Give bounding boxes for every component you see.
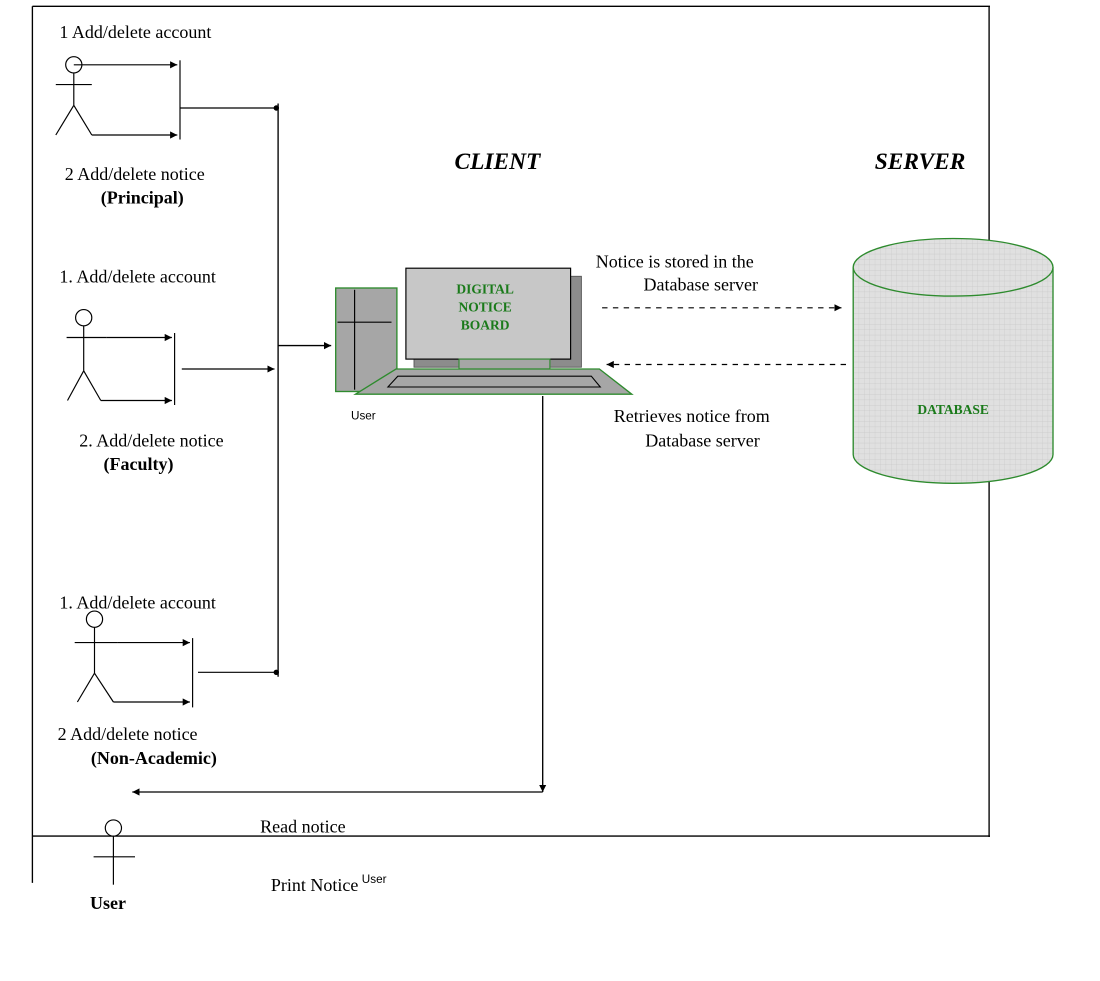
faculty-action-1: 1. Add/delete account — [59, 267, 215, 287]
monitor-label-line-2: NOTICE — [458, 299, 511, 314]
principal-role: (Principal) — [101, 187, 184, 208]
actor-reader — [93, 819, 135, 885]
reader-role: User — [90, 893, 126, 913]
faculty-action-2: 2. Add/delete notice — [79, 430, 223, 450]
non-academic-role: (Non-Academic) — [91, 748, 217, 769]
retrieve-label-line-2: Database server — [645, 430, 759, 450]
server-heading: SERVER — [875, 149, 966, 175]
read-notice-label: Read notice — [260, 817, 345, 837]
actor-principal — [55, 56, 93, 136]
actor-non-academic — [74, 610, 118, 703]
database-cylinder — [852, 237, 1054, 484]
non-academic-connectors — [113, 638, 279, 708]
client-computer — [335, 267, 634, 395]
non-academic-action-2: 2 Add/delete notice — [58, 724, 198, 744]
client-heading: CLIENT — [455, 149, 542, 175]
print-overlay-label: User — [362, 873, 387, 886]
computer-user-label: User — [351, 409, 376, 422]
monitor-label-line-1: DIGITAL — [456, 281, 514, 296]
faculty-role: (Faculty) — [104, 454, 174, 475]
store-label-line-1: Notice is stored in the — [596, 251, 754, 271]
actor-faculty — [66, 309, 107, 401]
database-label: DATABASE — [917, 402, 989, 417]
principal-connectors — [73, 60, 279, 140]
non-academic-action-1: 1. Add/delete account — [59, 592, 215, 612]
principal-action-1: 1 Add/delete account — [59, 22, 211, 42]
store-label-line-2: Database server — [644, 275, 758, 295]
print-notice-label: Print Notice — [271, 875, 359, 895]
actor-bus — [277, 103, 332, 677]
faculty-connectors — [100, 333, 275, 405]
principal-action-2: 2 Add/delete notice — [65, 164, 205, 184]
read-flow — [132, 396, 547, 796]
client-server-flows — [602, 304, 846, 369]
monitor-label-line-3: BOARD — [461, 317, 510, 332]
retrieve-label-line-1: Retrieves notice from — [614, 406, 770, 426]
